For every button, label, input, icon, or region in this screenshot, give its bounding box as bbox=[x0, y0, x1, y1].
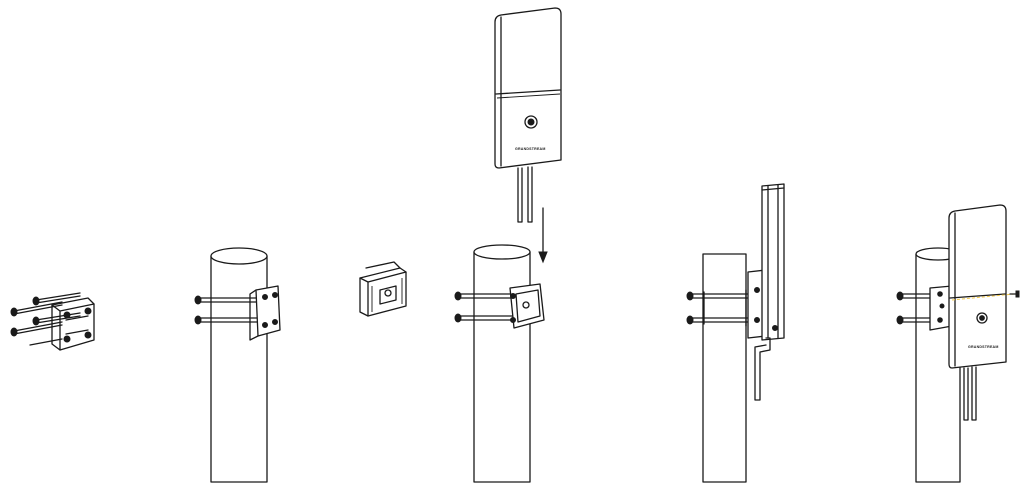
step-4-device-lowering: GRANDSTREAM bbox=[454, 7, 562, 483]
access-point-mounted: GRANDSTREAM bbox=[948, 204, 1007, 421]
guide-line bbox=[951, 293, 1015, 301]
brand-label-mounted: GRANDSTREAM bbox=[968, 345, 999, 349]
bolt-set bbox=[10, 292, 81, 346]
down-arrow-icon bbox=[538, 207, 548, 264]
step-1-bolts-bracket bbox=[10, 292, 95, 351]
step-5-side-view bbox=[686, 183, 785, 483]
screw-icon bbox=[1009, 290, 1020, 298]
step-2-bracket-on-pole bbox=[194, 247, 281, 483]
brand-label: GRANDSTREAM bbox=[515, 147, 546, 151]
step-6-front-view: GRANDSTREAM bbox=[896, 204, 1020, 483]
step-3-mount-plate bbox=[359, 261, 407, 317]
access-point-device: GRANDSTREAM bbox=[494, 7, 562, 223]
